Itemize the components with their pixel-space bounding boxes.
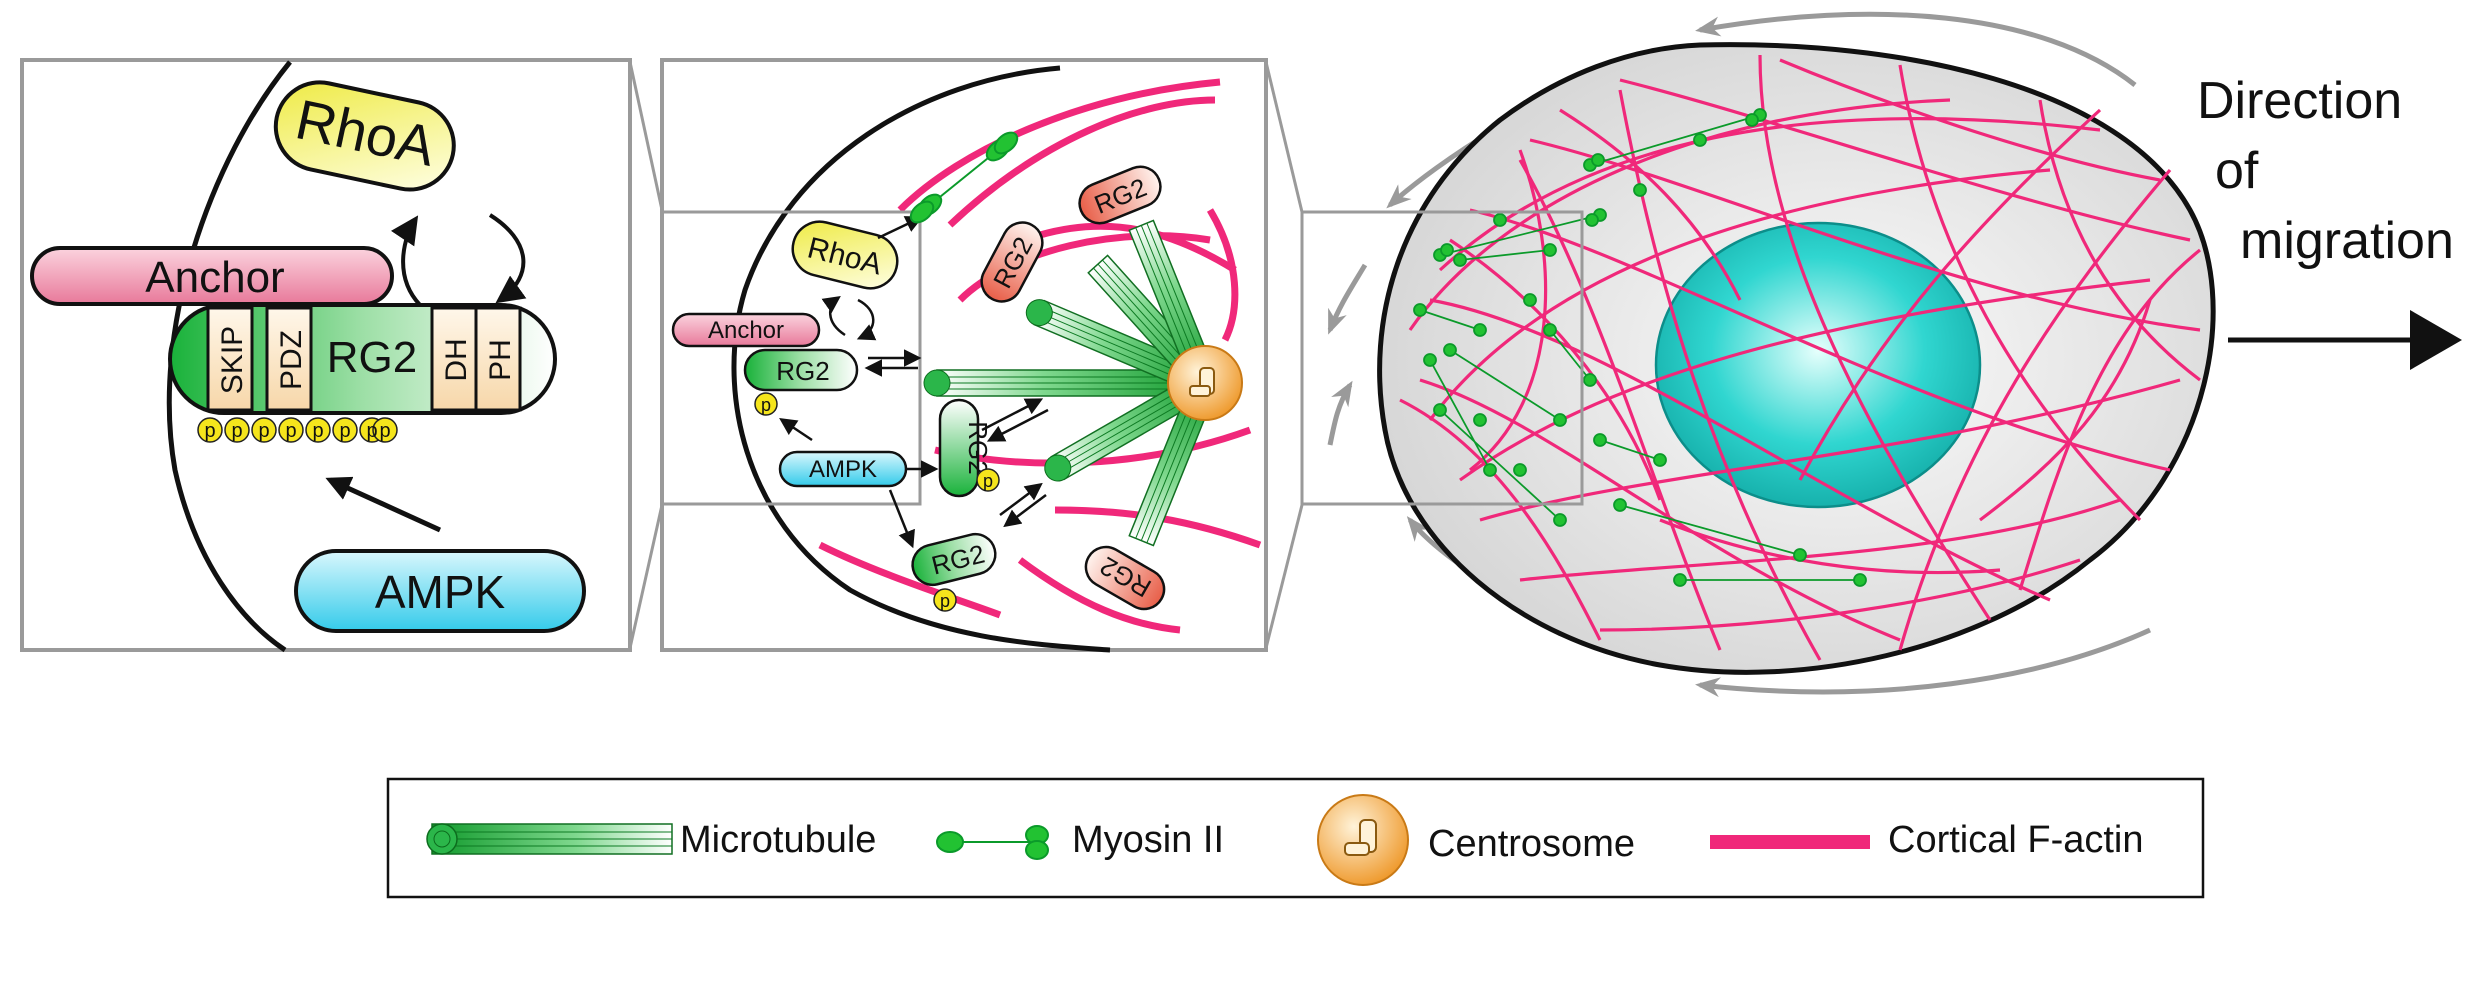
left-rhoa-pill: RhoA xyxy=(273,80,456,192)
flow-arrow-left xyxy=(1327,380,1353,446)
mid-ampk-arrow xyxy=(779,418,813,442)
phospho-site xyxy=(332,417,358,443)
mid-anchor-label: Anchor xyxy=(708,317,784,344)
phospho-label: p xyxy=(258,420,269,442)
legend-microtubule-label: Microtubule xyxy=(680,819,876,861)
mid-rg2-membrane-label: RG2 xyxy=(776,356,829,386)
direction-label-2: of xyxy=(2215,142,2259,200)
left-rg2-protein: SKIP PDZ RG2 DH PH xyxy=(168,303,557,415)
direction-label-1: Direction xyxy=(2197,72,2402,130)
zoom-connector xyxy=(628,504,664,649)
legend-actin-label: Cortical F-actin xyxy=(1888,819,2144,861)
domain-skip xyxy=(206,306,254,412)
rg2-free-lower: RG2 xyxy=(911,532,997,587)
direction-arrow-head xyxy=(2410,310,2462,370)
rhoa-cycle-arrow-left xyxy=(390,215,422,307)
legend-centrosome-swatch xyxy=(1317,794,1409,886)
domain-pdz-label: PDZ xyxy=(275,330,308,390)
phospho-site xyxy=(224,417,250,443)
actin-filament xyxy=(1017,557,1181,634)
mid-myosin xyxy=(909,131,1019,224)
phospho-label: p xyxy=(339,420,350,442)
mid-rg2-membrane xyxy=(743,348,859,392)
phospho-site xyxy=(933,588,957,612)
phospho-site xyxy=(372,417,398,443)
phospho-label: p xyxy=(204,420,215,442)
phospho-site xyxy=(754,392,778,416)
actin-filament xyxy=(1206,208,1239,342)
actin-filament xyxy=(818,541,1002,619)
legend-myosin-swatch xyxy=(936,825,1049,860)
left-phospho-row: p p p p p p p p xyxy=(197,417,398,443)
cell-actin-mesh xyxy=(1399,54,2202,661)
phospho-label: p xyxy=(379,420,390,442)
phospho-site xyxy=(251,417,277,443)
middle-centrosome xyxy=(1167,345,1243,421)
phospho-label: p xyxy=(285,420,296,442)
zoom-connector xyxy=(1264,61,1304,213)
middle-panel: RG2 RG2 RG2 RG2 p RG2 p xyxy=(660,58,1268,653)
actin-filament xyxy=(897,78,1221,213)
legend-myosin-label: Myosin II xyxy=(1072,819,1224,861)
domain-ph-label: PH xyxy=(484,339,517,381)
left-anchor-label: Anchor xyxy=(145,253,284,302)
mid-rhoa-cycle-arrow xyxy=(856,298,877,341)
left-anchor-pill xyxy=(30,246,394,306)
mid-rhoa-pill: RhoA xyxy=(791,220,899,290)
middle-membrane-curve xyxy=(731,65,1111,653)
mid-rhoa-cycle-arrow xyxy=(821,295,846,337)
right-panel: Direction of migration xyxy=(1300,11,2462,698)
p-label: p xyxy=(940,591,950,611)
domain-skip-label: SKIP xyxy=(216,326,249,394)
ampk-to-rg2-arrow xyxy=(325,476,442,533)
phospho-site xyxy=(305,417,331,443)
phospho-label: p xyxy=(366,420,377,442)
legend-frame xyxy=(386,777,2205,899)
domain-pdz xyxy=(265,306,313,412)
p-label: p xyxy=(983,471,993,491)
mid-ampk-label: AMPK xyxy=(809,456,877,483)
left-rg2-label: RG2 xyxy=(327,333,417,382)
rg2-label: RG2 xyxy=(963,421,993,474)
zoom-connector xyxy=(628,61,664,211)
flow-arrow-top xyxy=(1695,11,2137,87)
left-ampk-label: AMPK xyxy=(375,566,506,618)
phospho-site xyxy=(197,417,223,443)
domain-dh-label: DH xyxy=(440,338,473,381)
mid-anchor-pill xyxy=(671,312,821,348)
mid-ampk-arrow xyxy=(888,489,915,549)
flow-arrow-left xyxy=(1327,263,1368,335)
zoom-connector xyxy=(1264,504,1304,649)
legend-centrosome-label: Centrosome xyxy=(1428,823,1635,865)
phospho-label: p xyxy=(231,420,242,442)
domain-dh xyxy=(430,306,478,412)
rg2-free-vertical: RG2 p xyxy=(938,398,1000,498)
left-panel: RhoA Anchor SKIP PDZ RG2 DH PH xyxy=(20,58,632,653)
left-ampk-pill xyxy=(294,549,586,633)
direction-label-3: migration xyxy=(2240,212,2454,270)
legend-microtubule-swatch xyxy=(426,823,673,855)
cell-inset-frame xyxy=(1300,210,1584,506)
actin-filament xyxy=(947,96,1216,228)
flow-arrow-bottom xyxy=(1695,627,2152,698)
left-membrane-curve xyxy=(166,60,292,653)
legend-actin-swatch xyxy=(1710,835,1870,849)
mt-exchange-arrows xyxy=(864,349,1049,528)
legend: Microtubule Myosin II Centrosome Cortica… xyxy=(386,777,2205,899)
phospho-label: p xyxy=(312,420,323,442)
rhoa-cycle-arrow-right xyxy=(488,213,527,304)
phospho-site xyxy=(278,417,304,443)
domain-ph xyxy=(474,306,522,412)
p-label: p xyxy=(761,395,771,415)
